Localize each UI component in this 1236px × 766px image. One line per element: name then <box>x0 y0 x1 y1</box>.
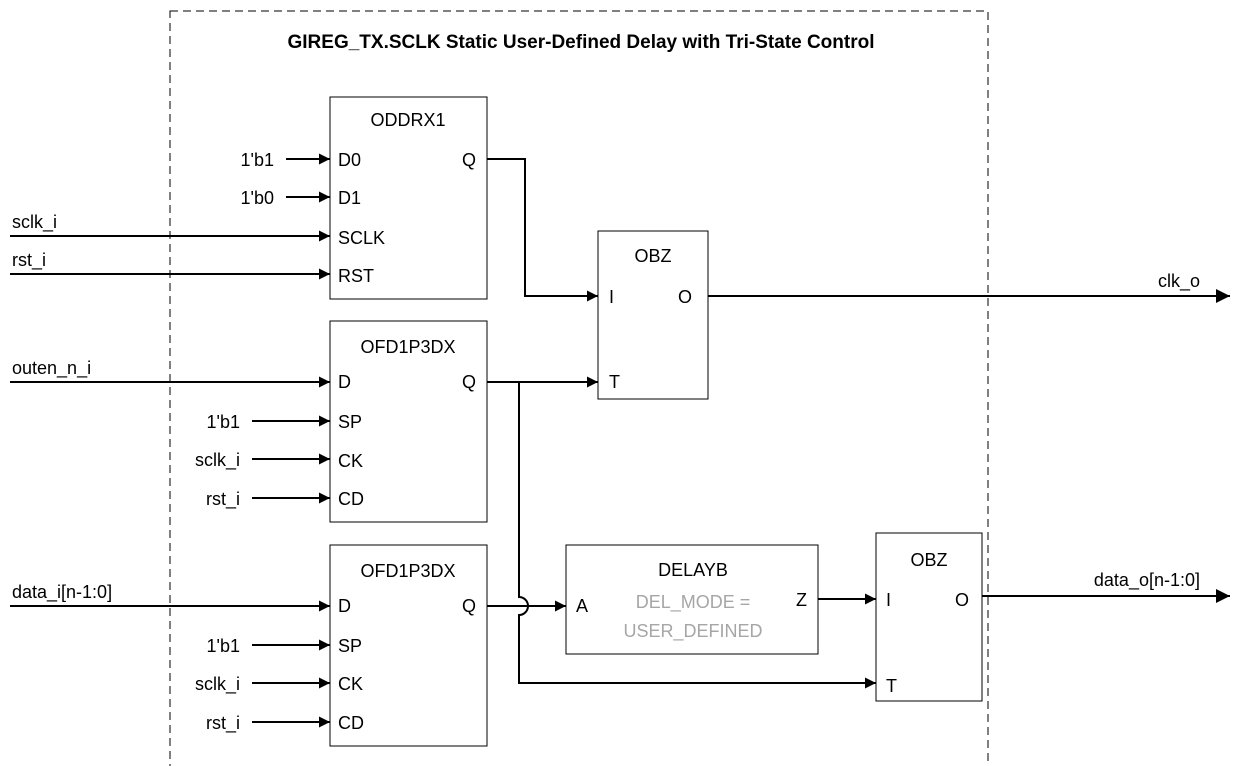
ofd-data-port-sp: SP <box>338 636 362 656</box>
oddrx1-name: ODDRX1 <box>370 110 445 130</box>
ofd-en-port-cd: CD <box>338 489 364 509</box>
ofd-en-port-ck: CK <box>338 451 363 471</box>
module-boundary <box>169 10 989 766</box>
obz-clk-port-o: O <box>678 287 692 307</box>
obz-clk-port-i: I <box>609 287 614 307</box>
clk-o-label: clk_o <box>1158 271 1200 292</box>
diagram-title: GIREG_TX.SCLK Static User-Defined Delay … <box>288 32 875 53</box>
obz-clk-port-t: T <box>609 372 620 392</box>
ofd-data-block: OFD1P3DX D SP CK CD Q <box>329 544 488 747</box>
sclk-i-label: sclk_i <box>12 212 57 233</box>
delayb-name: DELAYB <box>658 560 728 580</box>
ofd-en-q-to-obz-data-t-wire <box>518 382 876 689</box>
delayb-port-a: A <box>576 596 588 616</box>
ofd-en-sp-const: 1'b1 <box>207 412 240 432</box>
ofd-data-port-cd: CD <box>338 713 364 733</box>
ofd-data-sp-const: 1'b1 <box>207 636 240 656</box>
ofd-en-block: OFD1P3DX D SP CK CD Q <box>329 320 488 523</box>
oddr-q-to-obz-i-wire <box>487 158 598 302</box>
obz-data-name: OBZ <box>910 550 947 570</box>
delayb-port-z: Z <box>796 590 807 610</box>
rst-i-label: rst_i <box>12 250 46 271</box>
oddr-d0-const: 1'b1 <box>241 150 274 170</box>
obz-data-block: OBZ I O T <box>875 532 983 702</box>
ofd-en-name: OFD1P3DX <box>360 337 455 357</box>
oddrx1-port-rst: RST <box>338 266 374 286</box>
data-i-label: data_i[n-1:0] <box>12 582 112 603</box>
ofd-en-port-sp: SP <box>338 412 362 432</box>
delayb-attr-line2: USER_DEFINED <box>623 621 762 642</box>
ofd-data-ck-label: sclk_i <box>195 674 240 695</box>
delayb-attr-line1: DEL_MODE = <box>636 592 751 613</box>
obz-clk-block: OBZ I O T <box>597 230 709 400</box>
oddrx1-port-d1: D1 <box>338 188 361 208</box>
obz-clk-name: OBZ <box>634 246 671 266</box>
oddrx1-block: ODDRX1 D0 D1 SCLK RST Q <box>329 96 488 300</box>
ofd-en-port-d: D <box>338 372 351 392</box>
oddr-d1-const: 1'b0 <box>241 188 274 208</box>
ofd-data-port-d: D <box>338 596 351 616</box>
oddrx1-port-q: Q <box>462 150 476 170</box>
outen-n-i-label: outen_n_i <box>12 358 91 379</box>
oddrx1-port-d0: D0 <box>338 150 361 170</box>
obz-data-port-i: I <box>886 590 891 610</box>
oddrx1-port-sclk: SCLK <box>338 228 385 248</box>
ofd-en-ck-label: sclk_i <box>195 450 240 471</box>
ofd-en-port-q: Q <box>462 372 476 392</box>
obz-data-port-t: T <box>886 676 897 696</box>
ofd-data-port-q: Q <box>462 596 476 616</box>
data-o-label: data_o[n-1:0] <box>1094 570 1200 591</box>
ofd-en-cd-label: rst_i <box>206 489 240 510</box>
ofd-data-name: OFD1P3DX <box>360 561 455 581</box>
ofd-data-port-ck: CK <box>338 674 363 694</box>
obz-data-port-o: O <box>955 590 969 610</box>
delayb-block: DELAYB DEL_MODE = USER_DEFINED A Z <box>565 544 819 655</box>
ofd-data-cd-label: rst_i <box>206 713 240 734</box>
